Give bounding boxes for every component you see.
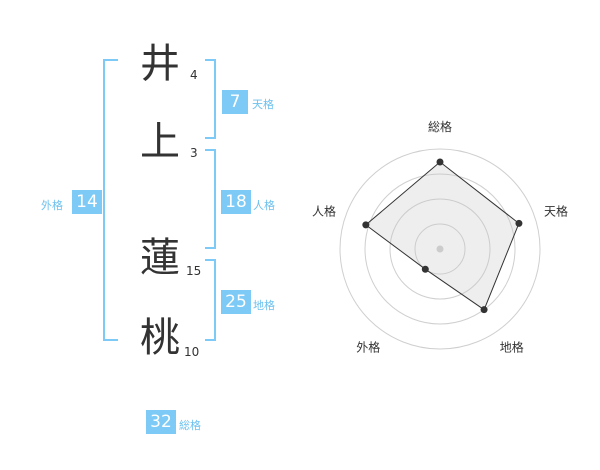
name-char-2: 上 <box>140 119 180 165</box>
tenkaku-label: 天格 <box>252 98 274 111</box>
chikaku-bracket <box>205 259 216 341</box>
soukaku-badge: 32 <box>146 410 176 434</box>
radar-series-polygon <box>364 161 520 311</box>
jinkaku-bracket <box>205 149 216 249</box>
stroke-count-3: 15 <box>186 264 202 278</box>
radar-ring-4 <box>339 148 541 350</box>
name-char-4: 桃 <box>140 315 180 361</box>
tenkaku-bracket <box>205 59 216 139</box>
radar-axis-label-3: 地格 <box>500 340 524 355</box>
gaikaku-badge: 14 <box>72 190 102 214</box>
radar-point-2 <box>515 219 523 227</box>
radar-axis-label-4: 外格 <box>356 340 380 355</box>
gaikaku-bracket <box>103 59 118 341</box>
radar-ring-2 <box>389 198 491 300</box>
radar-center-dot <box>436 245 444 253</box>
name-char-1: 井 <box>140 41 180 87</box>
radar-ring-1 <box>414 223 466 275</box>
stroke-count-2: 3 <box>190 146 198 160</box>
stroke-count-1: 4 <box>190 68 198 82</box>
jinkaku-label: 人格 <box>253 199 275 212</box>
radar-point-4 <box>421 265 429 273</box>
name-char-3: 蓮 <box>140 235 180 281</box>
radar-point-1 <box>436 158 444 166</box>
jinkaku-badge: 18 <box>221 190 251 214</box>
radar-axis-label-5: 人格 <box>312 203 336 218</box>
chikaku-badge: 25 <box>221 290 251 314</box>
radar-point-5 <box>362 221 370 229</box>
radar-point-3 <box>480 306 488 314</box>
radar-axis-label-1: 総格 <box>428 119 452 134</box>
tenkaku-badge: 7 <box>222 90 248 114</box>
soukaku-label: 総格 <box>179 419 201 432</box>
gaikaku-label: 外格 <box>41 199 63 212</box>
radar-ring-3 <box>364 173 516 325</box>
radar-axis-label-2: 天格 <box>544 203 568 218</box>
chikaku-label: 地格 <box>253 299 275 312</box>
stroke-count-4: 10 <box>184 345 200 359</box>
